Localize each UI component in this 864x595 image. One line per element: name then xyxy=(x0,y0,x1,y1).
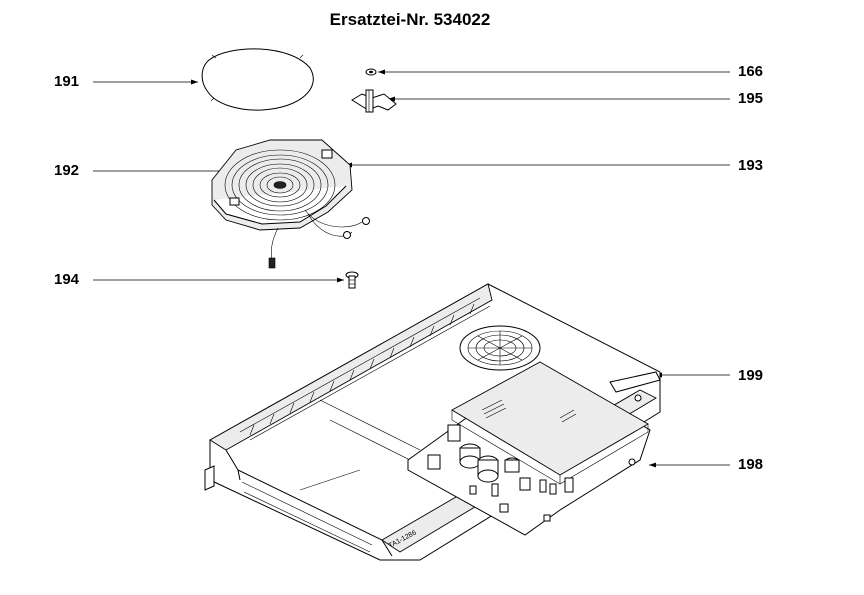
spring-bracket-part xyxy=(351,89,397,113)
nut-part xyxy=(365,68,377,76)
board-components xyxy=(427,394,642,522)
callout-195: 195 xyxy=(738,90,764,107)
page-title: Ersatztei-Nr. 534022 xyxy=(329,10,491,29)
gasket-ring-part xyxy=(201,48,314,111)
callout-191: 191 xyxy=(54,73,80,90)
callout-198: 198 xyxy=(738,456,764,473)
callout-199: 199 xyxy=(738,367,764,384)
induction-coil-part xyxy=(211,139,370,269)
callout-193: 193 xyxy=(738,157,764,174)
callout-194: 194 xyxy=(54,271,80,288)
callout-192: 192 xyxy=(54,162,80,179)
screw-part xyxy=(345,271,359,289)
coil-windings xyxy=(224,149,336,221)
edge-ribs xyxy=(249,303,475,436)
callout-166: 166 xyxy=(738,63,764,80)
circuit-board-part xyxy=(407,361,651,536)
fan-grill xyxy=(459,325,541,371)
